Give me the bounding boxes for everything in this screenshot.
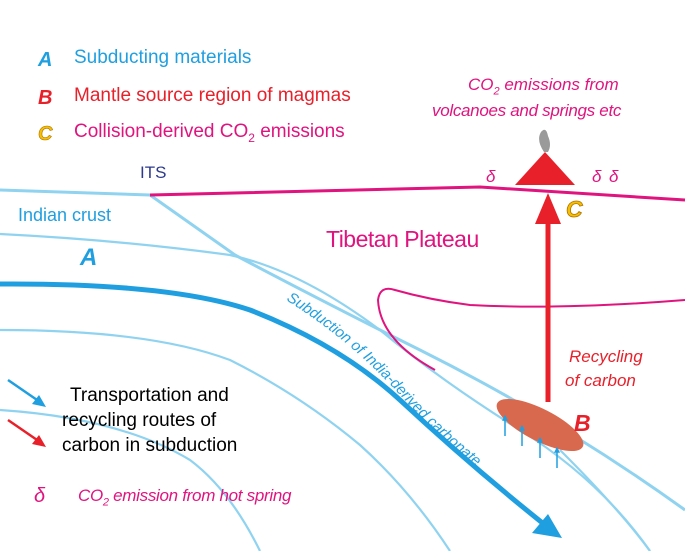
plateau-lower-boundary [376, 287, 685, 371]
legend-c-letter: C [38, 123, 53, 145]
transport-legend-line3: carbon in subduction [62, 435, 238, 456]
subduction-label: Subduction of India-derived carbonate [284, 289, 485, 470]
hot-spring-legend-text: CO2 emission from hot spring [78, 487, 291, 508]
legend-c-text-before: Collision-derived CO [74, 121, 249, 142]
indian-crust-top-line [0, 188, 685, 512]
legend-c-text-after: emissions [254, 121, 345, 142]
emissions-label-line2: volcanoes and springs etc [432, 101, 622, 120]
legend-b-letter: B [38, 87, 53, 109]
hot-spring-rest: emission from hot spring [108, 486, 292, 505]
recycling-label-line1: Recycling [569, 347, 643, 366]
legend-a-text: Subducting materials [74, 47, 252, 68]
legend-red-arrowhead [32, 435, 46, 447]
subduction-arrow [0, 281, 547, 527]
legend-a-letter: A [38, 49, 53, 71]
lower-slab-line-3 [559, 449, 651, 551]
hot-spring-co: CO [78, 486, 103, 505]
legend-c-text: Collision-derived CO2 emissions [74, 122, 345, 144]
emissions-label-line1: CO2 emissions from [468, 76, 619, 97]
letter-a-label: A [80, 244, 98, 271]
emissions-sub: 2 [493, 85, 500, 98]
indian-crust-label: Indian crust [18, 205, 112, 225]
legend-b-text: Mantle source region of magmas [74, 85, 351, 106]
hot-spring-legend-icon: δ [34, 485, 46, 507]
letter-c-label: C [566, 196, 583, 222]
lower-slab-line-1 [0, 328, 451, 551]
legend-cyan-arrow-icon [7, 378, 41, 404]
legend-c-subscript: 2 [248, 130, 255, 145]
transport-legend-line2: recycling routes of [62, 410, 217, 431]
letter-b-label: B [574, 410, 591, 436]
transport-legend-line1: Transportation and [70, 385, 229, 406]
mantle-source-ellipse [496, 398, 584, 452]
plateau-surface-line [149, 185, 685, 202]
its-label: ITS [140, 163, 167, 182]
recycling-arrowhead [535, 193, 561, 224]
emissions-rest: emissions from [499, 75, 619, 94]
tibetan-plateau-label: Tibetan Plateau [326, 226, 479, 252]
hot-spring-icon-right-1: δ [592, 167, 602, 186]
volcano [515, 152, 575, 185]
subduction-arrowhead [532, 514, 562, 538]
legend-cyan-arrowhead [32, 395, 46, 407]
hot-spring-sub: 2 [102, 496, 109, 509]
lower-slab-line-2 [0, 408, 261, 551]
recycling-label-line2: of carbon [565, 371, 636, 390]
hot-spring-icon-left: δ [486, 167, 496, 186]
legend-red-arrow-icon [7, 418, 41, 444]
small-upward-arrows [502, 414, 560, 468]
emissions-co: CO [468, 75, 494, 94]
indian-crust-second-line [0, 232, 651, 551]
hot-spring-icon-right-2: δ [609, 167, 619, 186]
volcano-plume-icon [539, 129, 550, 152]
